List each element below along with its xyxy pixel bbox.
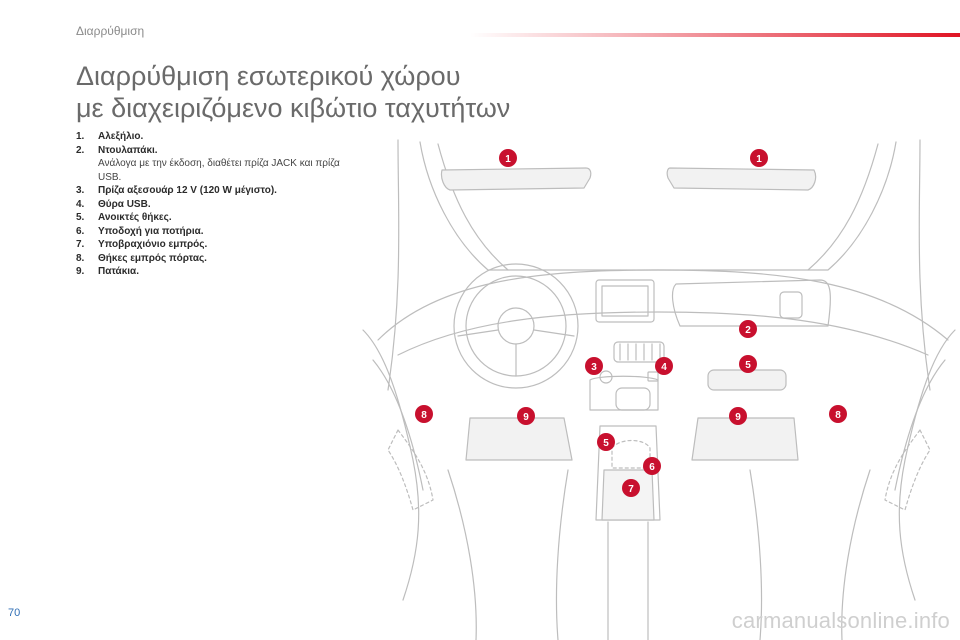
door-pocket-left <box>387 429 434 511</box>
legend-label: Ντουλαπάκι. <box>98 144 158 156</box>
steering-hub <box>497 307 535 345</box>
legend-number: 8. <box>76 252 85 264</box>
marker-5-upper: 5 <box>739 355 757 373</box>
centre-screen <box>595 279 655 323</box>
marker-8-left-label: 8 <box>421 410 427 421</box>
marker-7-label: 7 <box>628 484 634 495</box>
sun-visor-right <box>666 167 817 191</box>
usb-port <box>647 371 659 382</box>
legend-number: 1. <box>76 131 85 142</box>
door-right-inner <box>894 359 946 491</box>
marker-5-lower-label: 5 <box>603 438 609 449</box>
marker-6: 6 <box>643 457 661 475</box>
cupholder <box>611 439 651 469</box>
console-tunnel <box>595 425 661 521</box>
legend-label: Ανοικτές θήκες. <box>98 212 172 223</box>
marker-9-left: 9 <box>517 407 535 425</box>
legend-label: Υποβραχιόνιο εμπρός. <box>98 239 208 250</box>
legend-number: 9. <box>76 266 85 277</box>
door-left <box>362 329 420 601</box>
legend-number: 4. <box>76 198 85 210</box>
marker-9-right-label: 9 <box>735 412 741 423</box>
a-pillar-left <box>437 143 509 271</box>
legend-list: 1. Αλεξήλιο. 2. Ντουλαπάκι. Ανάλογα με την … <box>76 130 351 279</box>
door-left-inner <box>372 359 424 491</box>
dashboard-top <box>377 269 949 341</box>
marker-6-label: 6 <box>649 462 655 473</box>
legend-item: 8. Θήκες εμπρός πόρτας. <box>76 252 351 266</box>
legend-label: Θύρα USB. <box>98 198 151 210</box>
legend-number: 3. <box>76 185 85 196</box>
page-title: Διαρρύθμιση εσωτερικού χώρου με διαχειρι… <box>76 60 636 124</box>
marker-8-left: 8 <box>415 405 433 423</box>
a-pillar-right <box>807 143 879 271</box>
floor-mat-left <box>465 417 573 461</box>
callout-markers: 1 1 2 3 4 5 5 6 <box>415 149 847 497</box>
marker-1-right-label: 1 <box>756 154 762 165</box>
marker-5-upper-label: 5 <box>745 360 751 371</box>
legend-label: Πατάκια. <box>98 266 139 277</box>
legend-item: 9. Πατάκια. <box>76 265 351 279</box>
legend-label: Θήκες εμπρός πόρτας. <box>98 252 207 264</box>
glovebox-handle <box>779 291 803 319</box>
marker-1-left-label: 1 <box>505 154 511 165</box>
door-pocket-right <box>884 429 931 511</box>
legend-number: 5. <box>76 212 85 223</box>
legend-item: 3. Πρίζα αξεσουάρ 12 V (120 W μέγιστο). <box>76 184 351 198</box>
legend-number: 6. <box>76 225 85 237</box>
vent-slats <box>619 343 661 361</box>
header-rule <box>470 33 960 37</box>
marker-1-left: 1 <box>499 149 517 167</box>
rear-tunnel <box>607 521 649 640</box>
dashboard-lower <box>397 311 929 356</box>
section-header: Διαρρύθμιση <box>76 24 145 38</box>
power-socket <box>599 370 613 384</box>
marker-1-right: 1 <box>750 149 768 167</box>
legend-note: Ανάλογα με την έκδοση, διαθέτει πρίζα JA… <box>98 158 340 183</box>
legend-label: Πρίζα αξεσουάρ 12 V (120 W μέγιστο). <box>98 185 277 196</box>
marker-2-label: 2 <box>745 325 751 336</box>
legend-item: 7. Υποβραχιόνιο εμπρός. <box>76 238 351 252</box>
legend-label: Αλεξήλιο. <box>98 131 144 142</box>
marker-8-right-label: 8 <box>835 410 841 421</box>
gear-area <box>615 387 651 411</box>
windscreen-frame <box>419 141 897 271</box>
legend-item: 5. Ανοικτές θήκες. <box>76 211 351 225</box>
marker-4: 4 <box>655 357 673 375</box>
legend-number: 7. <box>76 239 85 250</box>
steering-wheel <box>453 263 579 389</box>
marker-9-right: 9 <box>729 407 747 425</box>
marker-7: 7 <box>622 479 640 497</box>
legend-item: 2. Ντουλαπάκι. Ανάλογα με την έκδοση, διαθ… <box>76 144 351 185</box>
legend-item: 6. Υποδοχή για ποτήρια. <box>76 225 351 239</box>
page-number: 70 <box>8 607 21 619</box>
marker-8-right: 8 <box>829 405 847 423</box>
page-title-line-1: Διαρρύθμιση εσωτερικού χώρου <box>76 61 461 91</box>
legend-item: 4. Θύρα USB. <box>76 198 351 212</box>
sun-visor-left <box>440 167 592 191</box>
marker-9-left-label: 9 <box>523 412 529 423</box>
door-right <box>898 329 956 601</box>
legend-item: 1. Αλεξήλιο. <box>76 130 351 144</box>
marker-2: 2 <box>739 320 757 338</box>
steering-spokes <box>457 329 575 377</box>
floor-mat-right <box>691 417 799 461</box>
marker-5-lower: 5 <box>597 433 615 451</box>
page-title-line-2: με διαχειριζόμενο κιβώτιο ταχυτήτων <box>76 93 511 123</box>
centre-console <box>589 375 659 411</box>
marker-3-label: 3 <box>591 362 597 373</box>
seat-left <box>447 469 569 640</box>
centre-screen-inner <box>601 285 649 317</box>
watermark-text: carmanualsonline.info <box>731 608 950 633</box>
interior-diagram: 1 1 2 3 4 5 5 6 <box>362 139 956 640</box>
open-storage-upper <box>707 369 787 391</box>
seat-right <box>749 469 871 640</box>
marker-3: 3 <box>585 357 603 375</box>
centre-vents <box>613 341 665 363</box>
marker-4-label: 4 <box>661 362 667 373</box>
legend-number: 2. <box>76 144 85 156</box>
glovebox <box>671 279 831 327</box>
legend-label: Υποδοχή για ποτήρια. <box>98 225 204 237</box>
